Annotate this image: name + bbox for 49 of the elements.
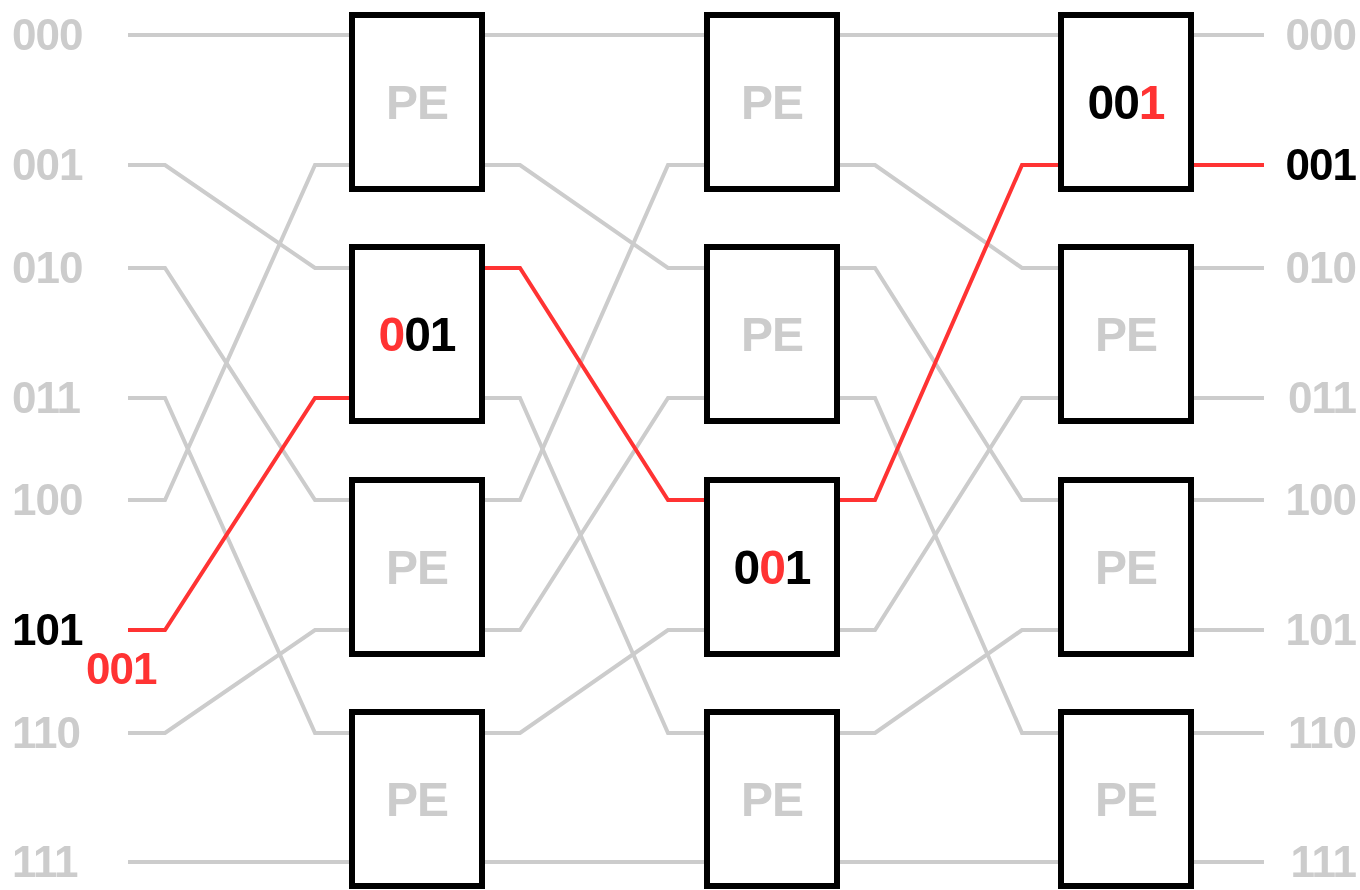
wire (128, 860, 349, 864)
wire (840, 266, 1058, 502)
wire (128, 396, 349, 632)
processing-element-box (1058, 709, 1194, 889)
processing-element-box (1058, 244, 1194, 424)
processing-element-box (349, 244, 485, 424)
wire (128, 163, 349, 270)
box-label: 001 (378, 306, 456, 362)
wire (1194, 396, 1264, 400)
wire (128, 33, 349, 37)
processing-element-box (704, 709, 840, 889)
wire (840, 396, 1058, 632)
wire (1194, 33, 1264, 37)
wire (485, 396, 704, 632)
processing-element-box (704, 244, 840, 424)
box-label: 001 (733, 539, 811, 595)
processing-element-box (349, 12, 485, 192)
wire (1194, 628, 1264, 632)
processing-element-box (704, 477, 840, 657)
wire (485, 163, 704, 502)
wire (485, 860, 704, 864)
wire (1194, 266, 1264, 270)
wire (1194, 498, 1264, 502)
wire (485, 266, 704, 502)
box-label: 001 (1087, 74, 1165, 130)
processing-element-box (704, 12, 840, 192)
wire (128, 163, 349, 502)
wire (485, 163, 704, 270)
wire (840, 33, 1058, 37)
processing-element-box (1058, 477, 1194, 657)
port-label: 001 (1266, 140, 1356, 190)
wire (840, 163, 1058, 270)
processing-element-box (349, 709, 485, 889)
wire (128, 628, 349, 735)
wire (1194, 163, 1264, 167)
wire (840, 628, 1058, 735)
wire (485, 396, 704, 735)
processing-element-box (1058, 12, 1194, 192)
wire (840, 860, 1058, 864)
wire (128, 396, 349, 735)
wire (1194, 860, 1264, 864)
wire (840, 163, 1058, 502)
processing-element-box (349, 477, 485, 657)
wire (485, 33, 704, 37)
wire (485, 628, 704, 735)
address-label: 001 (86, 644, 157, 694)
wire (840, 396, 1058, 735)
wire (128, 266, 349, 502)
wire (1194, 731, 1264, 735)
